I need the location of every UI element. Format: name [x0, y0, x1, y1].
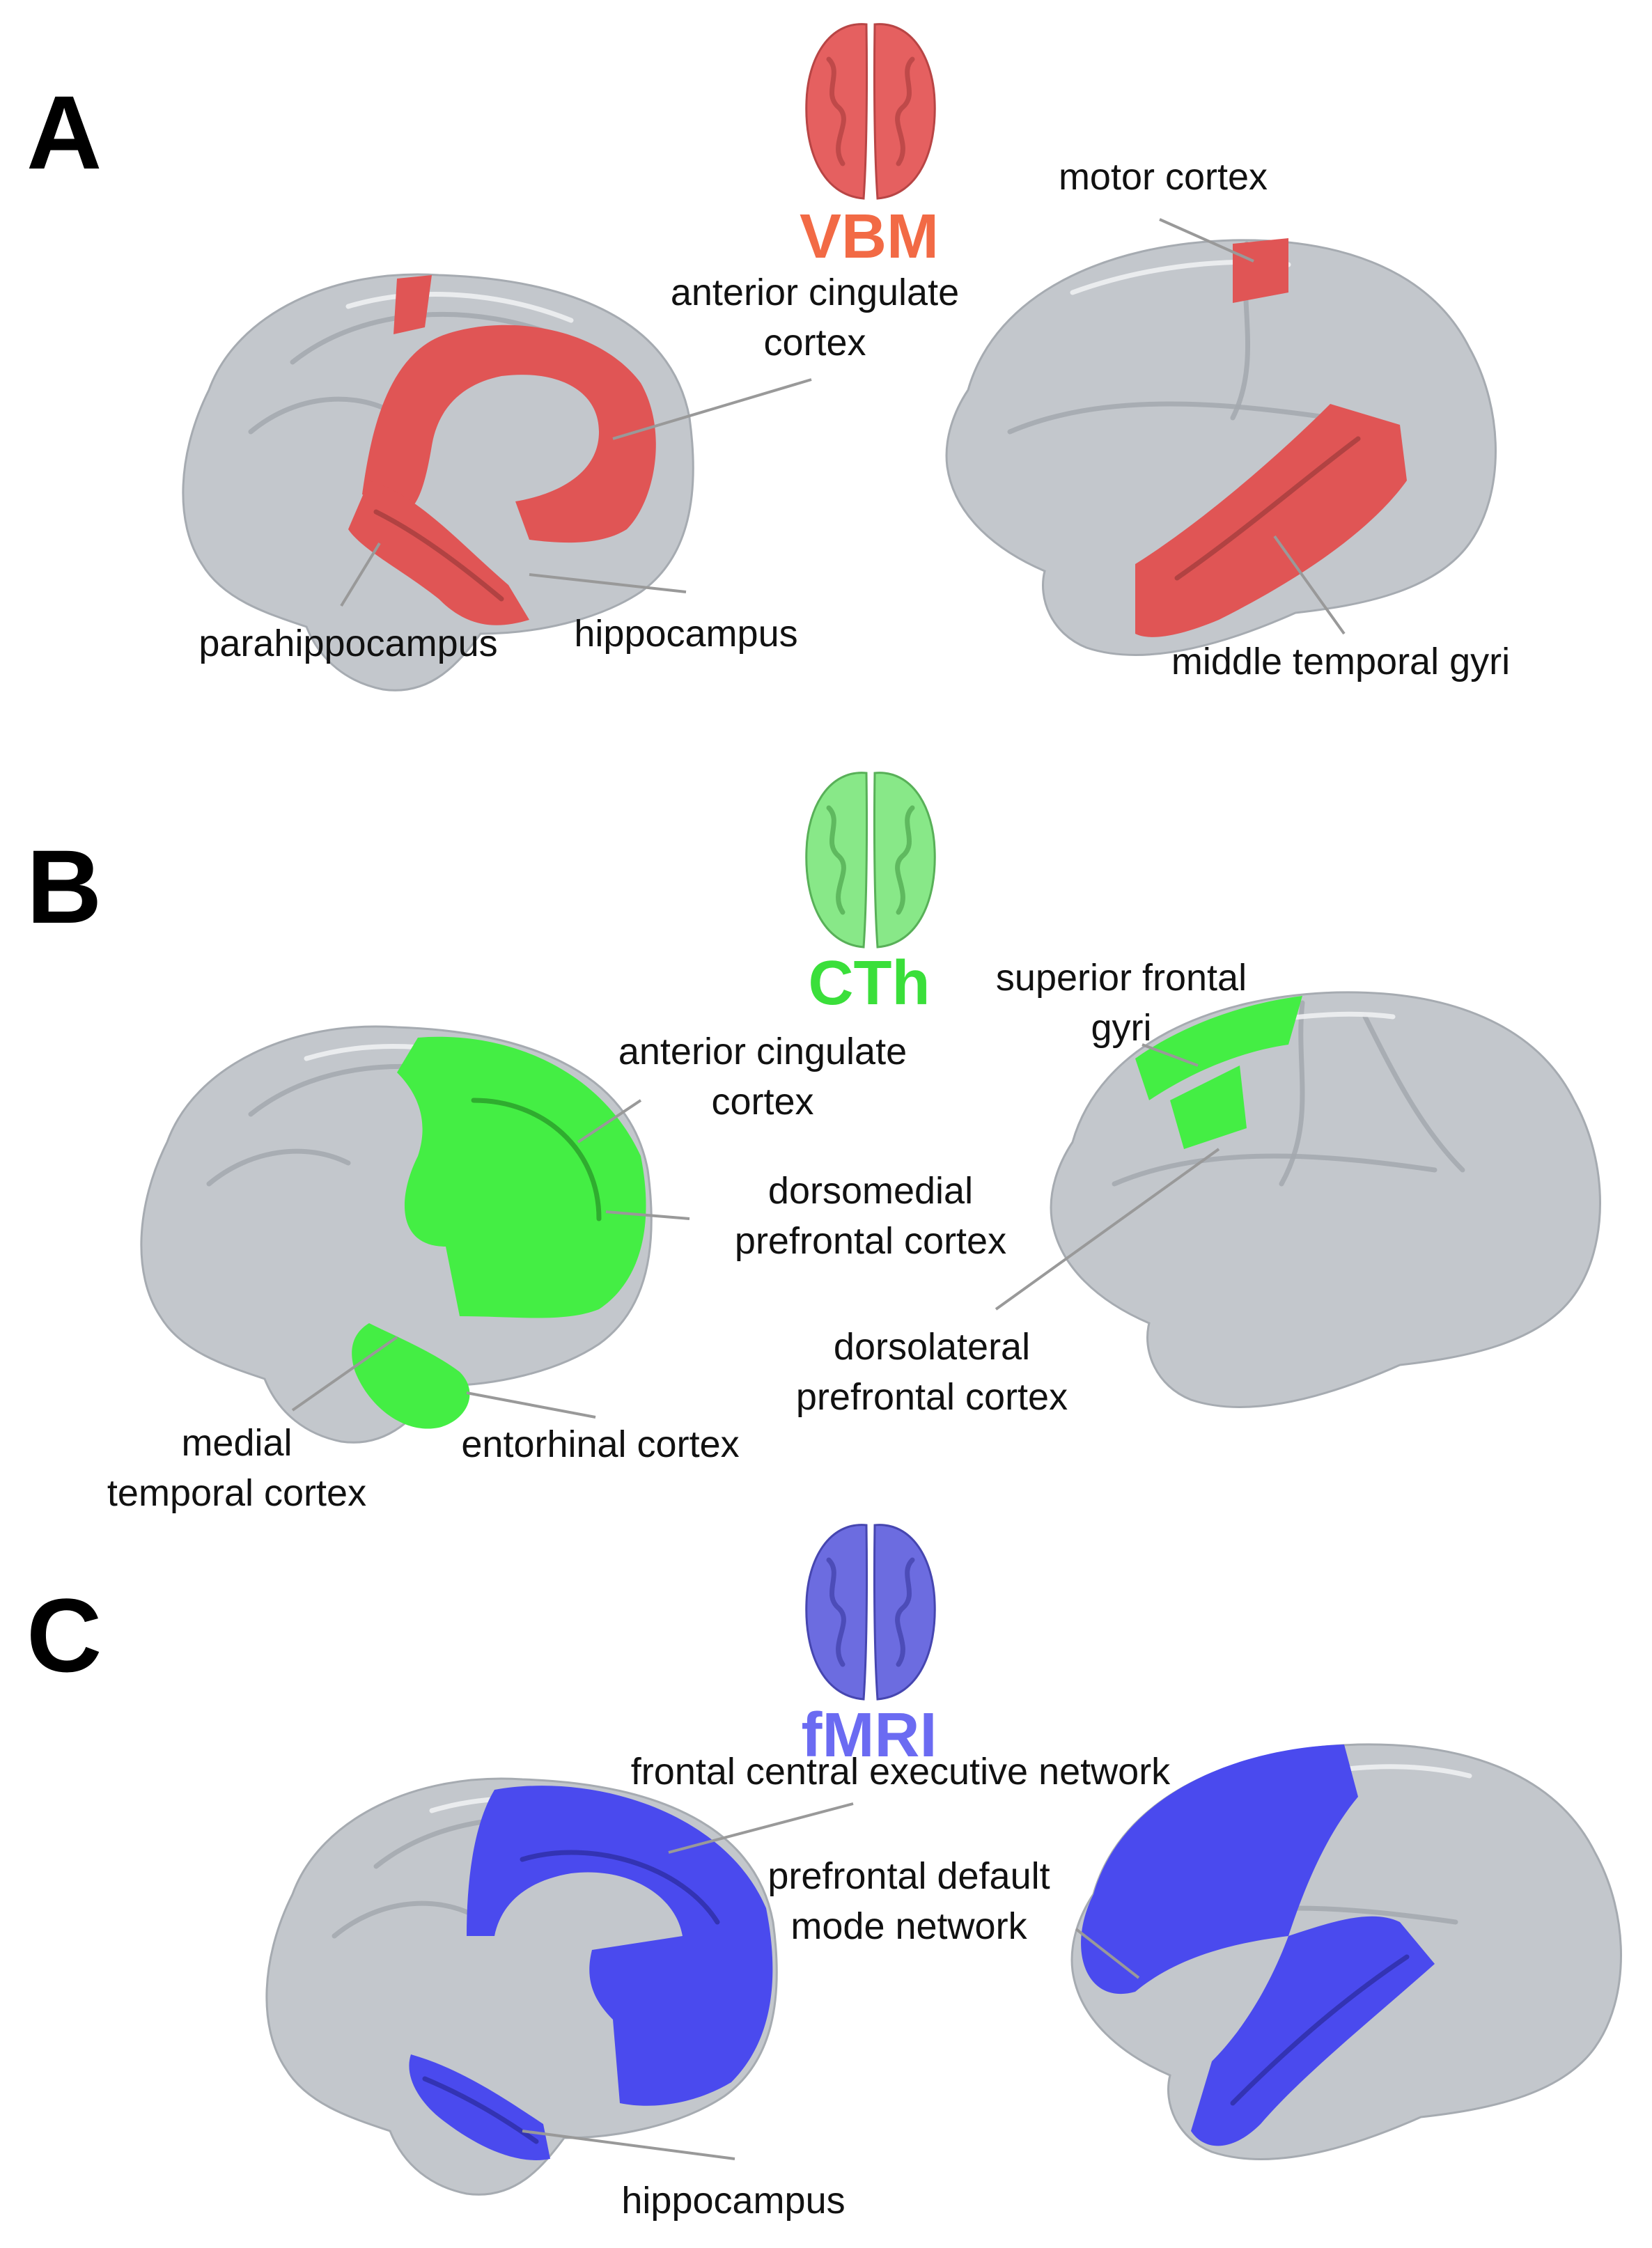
panel-b: B CTh — [26, 772, 1601, 1514]
leader-medial-temporal-b — [291, 1336, 398, 1412]
label-hippocampus-a: hippocampus — [574, 613, 797, 655]
label-anterior-cingulate-b-1: anterior cingulate — [618, 1031, 907, 1072]
label-prefrontal-dmn-c-1: prefrontal default — [767, 1855, 1050, 1897]
leader-entorhinal-b — [466, 1391, 596, 1419]
label-anterior-cingulate-b-2: cortex — [711, 1081, 813, 1123]
region-motor-cortex-a — [1233, 238, 1288, 303]
medial-brain-a — [182, 273, 694, 692]
label-medial-temporal-b-1: medial — [181, 1422, 292, 1464]
method-label-fmri: fMRI — [802, 1701, 937, 1770]
leader-hippocampus-c — [522, 2130, 735, 2160]
region-anterior-cingulate-b — [397, 1036, 646, 1318]
panel-a: A VBM — [26, 23, 1510, 692]
leader-superior-frontal-b — [1141, 1043, 1199, 1067]
medial-brain-b — [140, 1025, 653, 1444]
top-view-brain-c — [805, 1524, 936, 1701]
region-motor-medial-a — [393, 275, 432, 334]
region-anterior-cingulate-a — [362, 325, 656, 543]
label-anterior-cingulate-a-2: cortex — [763, 322, 866, 364]
region-prefrontal-dmn-c — [1081, 1744, 1358, 1995]
label-prefrontal-dmn-c-2: mode network — [790, 1905, 1027, 1947]
label-motor-cortex-a: motor cortex — [1059, 156, 1268, 198]
medial-brain-c — [265, 1777, 778, 2196]
label-anterior-cingulate-a-1: anterior cingulate — [671, 272, 959, 313]
region-dorsolateral-b — [1170, 1066, 1247, 1149]
method-label-vbm: VBM — [800, 202, 939, 272]
region-superior-frontal-b — [1135, 996, 1302, 1100]
lateral-brain-c — [1070, 1743, 1622, 2160]
label-superior-frontal-b-2: gyri — [1091, 1007, 1151, 1049]
label-medial-temporal-b-2: temporal cortex — [107, 1472, 366, 1514]
label-parahippocampus-a: parahippocampus — [198, 623, 497, 664]
leader-dorsomedial-b — [605, 1210, 690, 1220]
label-dorsomedial-b-1: dorsomedial — [768, 1170, 973, 1212]
panel-letter-a: A — [26, 74, 102, 191]
panel-c: C fMRI — [26, 1524, 1622, 2222]
label-superior-frontal-b-1: superior frontal — [996, 957, 1247, 999]
method-label-cth: CTh — [809, 949, 930, 1018]
lateral-brain-a — [945, 238, 1497, 656]
leader-anterior-cingulate-a — [612, 378, 812, 440]
label-dorsolateral-b-2: prefrontal cortex — [796, 1376, 1068, 1418]
leader-middle-temporal-a — [1273, 535, 1346, 635]
leader-dorsolateral-b — [995, 1148, 1220, 1311]
region-frontal-cen-c — [467, 1786, 773, 2106]
panel-letter-b: B — [26, 828, 102, 945]
top-view-brain-a — [805, 23, 936, 200]
label-entorhinal-b: entorhinal cortex — [461, 1423, 739, 1465]
leader-anterior-cingulate-b — [577, 1099, 642, 1143]
label-hippocampus-c: hippocampus — [621, 2180, 845, 2222]
panel-letter-c: C — [26, 1577, 102, 1694]
label-middle-temporal-a: middle temporal gyri — [1171, 641, 1510, 682]
leader-motor-cortex-a — [1159, 218, 1254, 263]
label-frontal-cen-c: frontal central executive network — [631, 1751, 1171, 1793]
region-middle-temporal-a — [1135, 404, 1407, 637]
leader-hippocampus-a — [529, 573, 687, 593]
label-dorsomedial-b-2: prefrontal cortex — [735, 1220, 1006, 1262]
leader-parahippocampus-a — [340, 542, 381, 607]
leader-frontal-cen-c — [668, 1802, 854, 1854]
leader-prefrontal-dmn-c — [1075, 1928, 1140, 1979]
lateral-brain-b — [1050, 991, 1601, 1408]
label-dorsolateral-b-1: dorsolateral — [834, 1326, 1030, 1368]
top-view-brain-b — [805, 772, 936, 949]
